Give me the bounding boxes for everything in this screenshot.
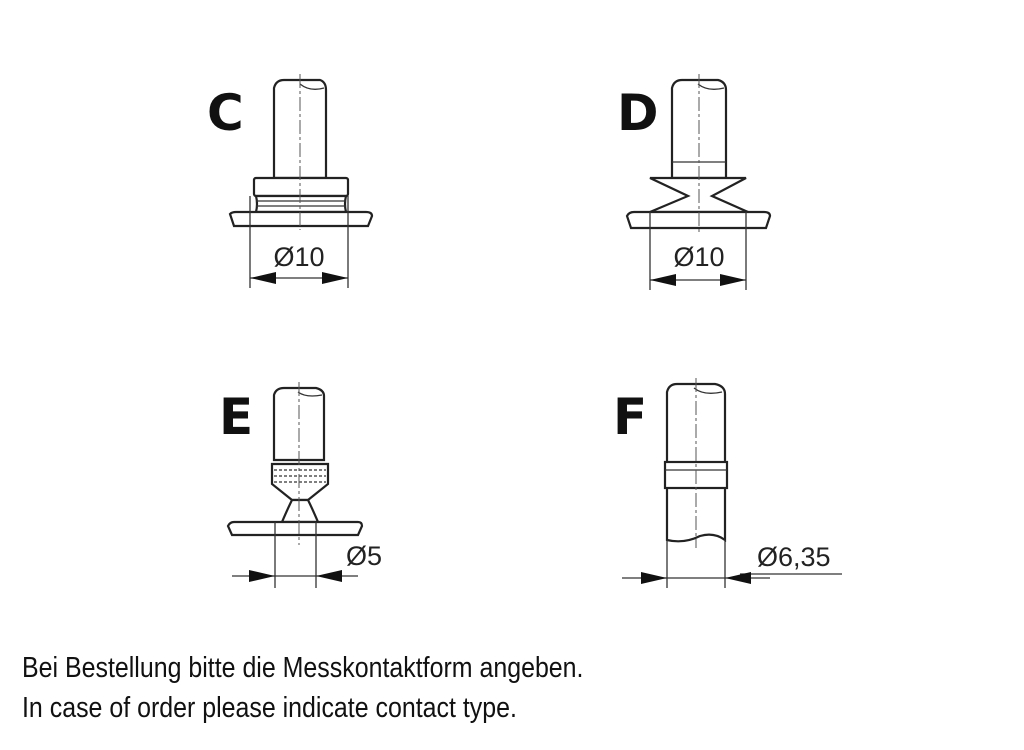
caption-german: Bei Bestellung bitte die Messkontaktform… [22, 652, 584, 684]
contact-e-dimension: Ø5 [346, 541, 382, 571]
contact-f-dimension: Ø6,35 [757, 542, 831, 572]
contact-c-dimension: Ø10 [273, 242, 324, 272]
contact-f-label: F [613, 388, 647, 446]
contact-e-drawing: E Ø5 [219, 382, 382, 588]
caption-english: In case of order please indicate contact… [22, 692, 517, 724]
contact-d-drawing: D Ø10 [617, 74, 772, 290]
contact-f-drawing: F Ø6,35 [613, 378, 842, 588]
contact-d-dimension: Ø10 [673, 242, 724, 272]
contact-e-label: E [219, 388, 253, 446]
contact-c-drawing: C Ø10 [207, 74, 374, 288]
contact-c-label: C [207, 84, 244, 142]
contact-d-label: D [617, 84, 659, 142]
